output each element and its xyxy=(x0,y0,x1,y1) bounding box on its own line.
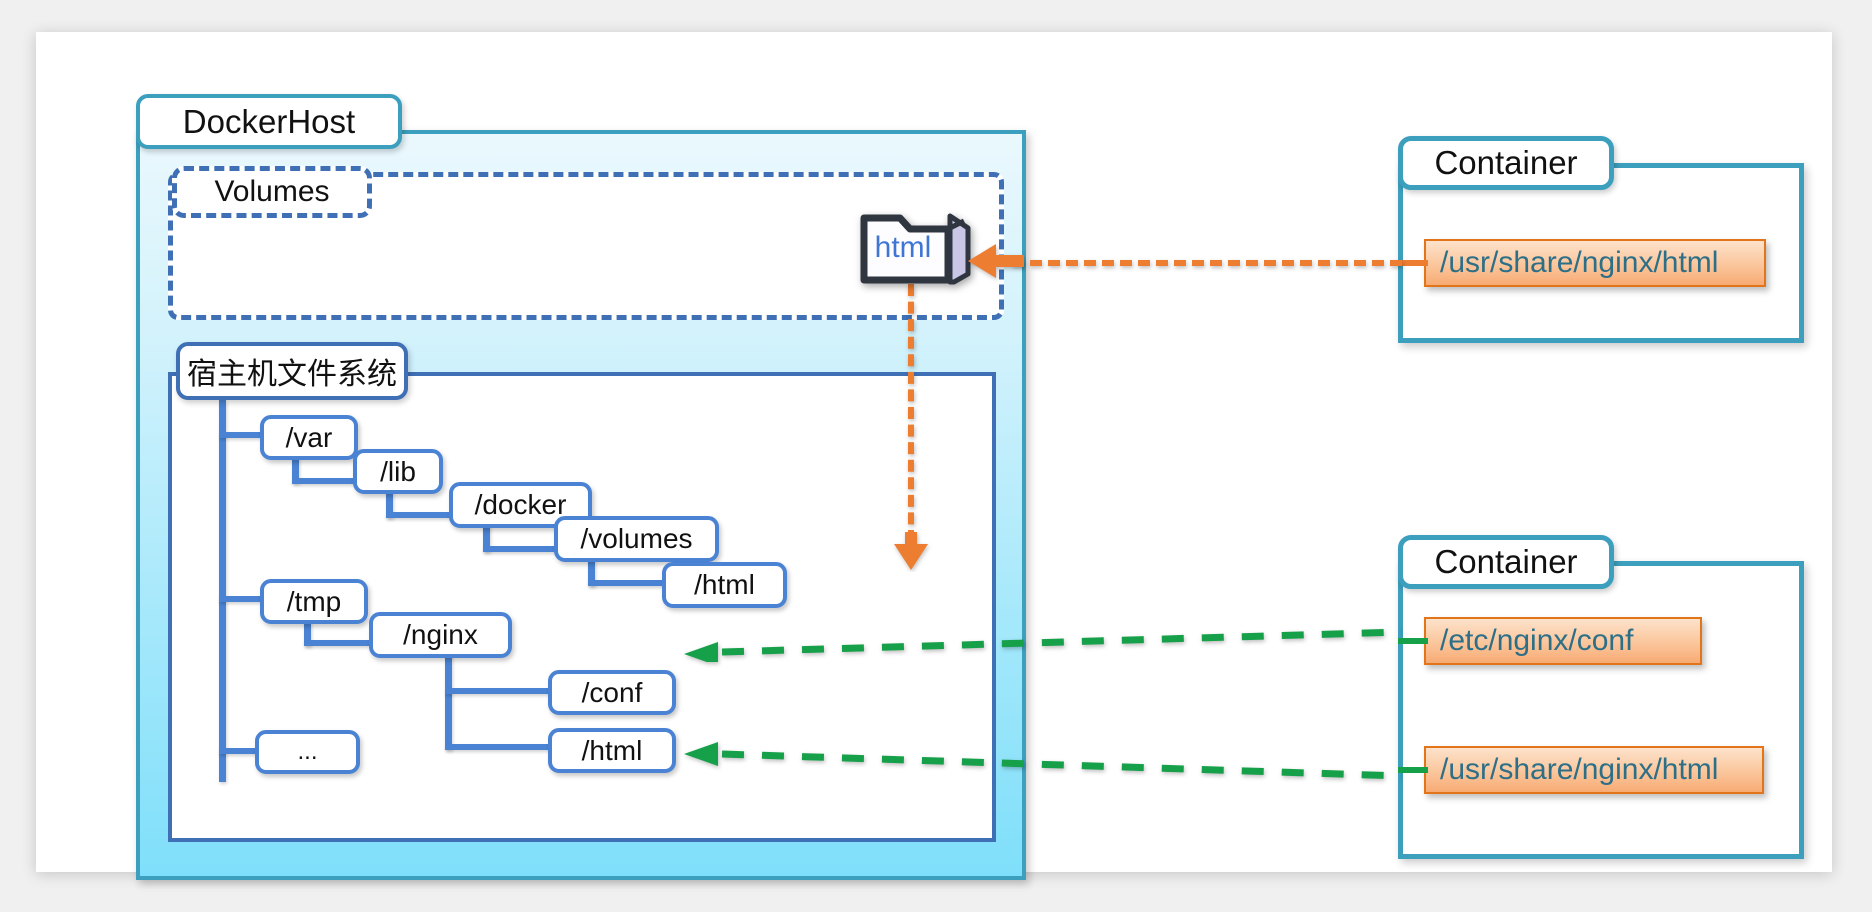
mount-stub-green xyxy=(1398,767,1428,773)
volumes-label: Volumes xyxy=(172,166,372,218)
arrow-head-left-orange xyxy=(968,244,1024,278)
arrow-head-down-orange xyxy=(894,532,928,570)
tree-connector xyxy=(292,478,354,484)
connector-volume-storage xyxy=(908,284,914,542)
tree-connector xyxy=(219,748,256,754)
tree-node-html-volume[interactable]: /html xyxy=(662,562,787,608)
tree-node-var[interactable]: /var xyxy=(260,415,358,460)
tree-connector xyxy=(445,744,550,750)
tree-node-nginx[interactable]: /nginx xyxy=(369,612,512,658)
tree-node-ellipsis[interactable]: ... xyxy=(255,730,360,774)
tree-trunk xyxy=(219,400,226,782)
container-1-mount-0[interactable]: /usr/share/nginx/html xyxy=(1424,239,1766,287)
tree-connector xyxy=(483,524,490,552)
tree-connector xyxy=(386,490,393,518)
tree-connector xyxy=(483,546,555,552)
folder-icon: html xyxy=(856,208,971,288)
tree-connector xyxy=(304,620,311,646)
tree-connector xyxy=(588,558,595,586)
tree-connector xyxy=(292,456,299,483)
container-2-mount-0[interactable]: /etc/nginx/conf xyxy=(1424,617,1702,665)
tree-node-volumes[interactable]: /volumes xyxy=(554,516,719,562)
container-2-label: Container xyxy=(1398,535,1614,589)
mount-stub-orange xyxy=(1398,260,1428,266)
tree-node-conf[interactable]: /conf xyxy=(548,670,676,715)
connector-volume-mount xyxy=(1012,260,1402,266)
dockerhost-label: DockerHost xyxy=(136,94,402,149)
tree-connector xyxy=(304,640,370,646)
container-1-label: Container xyxy=(1398,136,1614,190)
tree-connector xyxy=(386,512,450,518)
mount-stub-green xyxy=(1398,638,1428,644)
tree-node-lib[interactable]: /lib xyxy=(353,449,443,494)
diagram-canvas: DockerHost Volumes html 宿主机文件系统 /var /li… xyxy=(36,32,1832,880)
tree-connector xyxy=(445,688,550,694)
connector-bind-conf xyxy=(684,628,1403,662)
tree-connector xyxy=(219,432,261,438)
tree-node-tmp[interactable]: /tmp xyxy=(260,579,368,624)
connector-bind-html xyxy=(684,742,1403,780)
folder-label: html xyxy=(874,231,932,264)
tree-connector xyxy=(445,654,452,750)
tree-connector xyxy=(588,580,663,586)
host-filesystem-label: 宿主机文件系统 xyxy=(176,342,408,400)
container-2-region xyxy=(1398,561,1804,859)
tree-connector xyxy=(219,596,261,602)
container-2-mount-1[interactable]: /usr/share/nginx/html xyxy=(1424,746,1764,794)
tree-node-html-bind[interactable]: /html xyxy=(548,728,676,773)
